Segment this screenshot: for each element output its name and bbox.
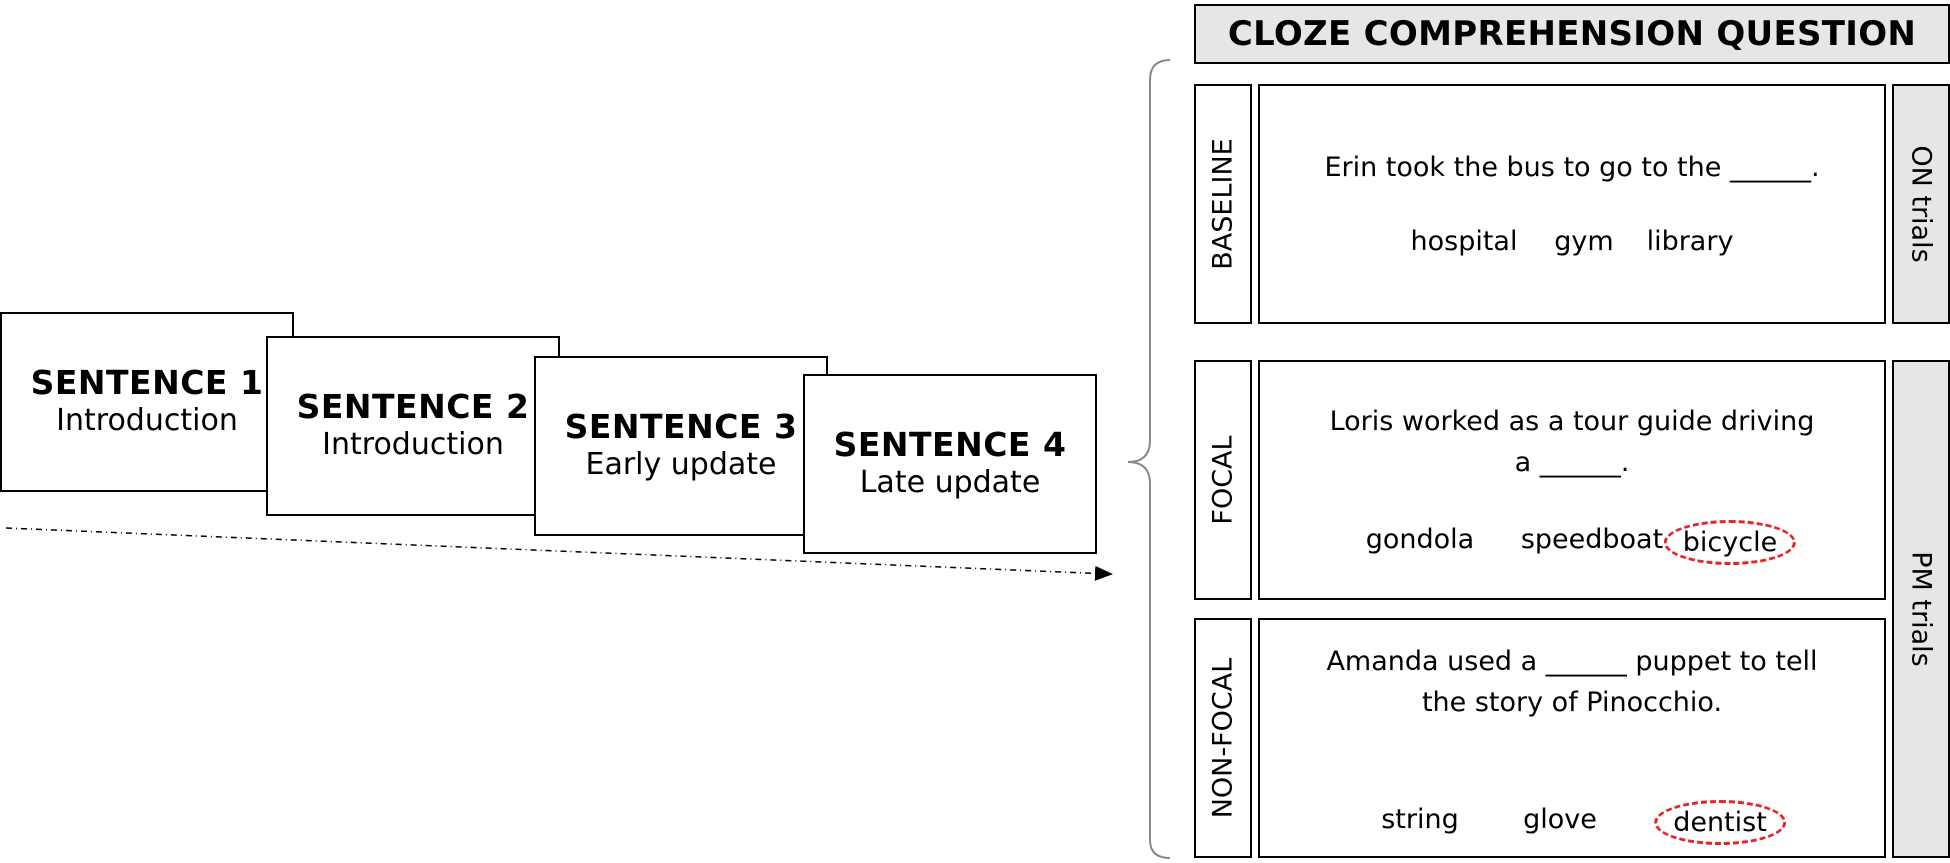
sentence-2-title: SENTENCE 2: [296, 386, 530, 426]
curly-brace: [1127, 59, 1171, 859]
sentence-1-title: SENTENCE 1: [30, 362, 264, 402]
nonfocal-question: Amanda used a ______ puppet to tell the …: [1326, 646, 1818, 718]
sentence-4-subtitle: Late update: [859, 465, 1041, 501]
on-trials-label: ON trials: [1905, 145, 1937, 263]
focal-option-1: gondola: [1365, 524, 1475, 555]
sentence-4-title: SENTENCE 4: [833, 424, 1067, 464]
baseline-question: Erin took the bus to go to the ______.: [1324, 152, 1820, 183]
nonfocal-option-1: string: [1381, 804, 1459, 835]
question-box-focal: Loris worked as a tour guide driving a _…: [1258, 360, 1886, 600]
sentence-card-3: SENTENCE 3 Early update: [534, 356, 828, 536]
sentence-3-subtitle: Early update: [585, 447, 777, 483]
focal-label-text: FOCAL: [1207, 435, 1239, 525]
sentence-card-4: SENTENCE 4 Late update: [803, 374, 1097, 554]
question-box-nonfocal: Amanda used a ______ puppet to tell the …: [1258, 618, 1886, 858]
question-box-baseline: Erin took the bus to go to the ______. h…: [1258, 84, 1886, 324]
baseline-option-2: gym: [1554, 226, 1614, 257]
baseline-option-1: hospital: [1410, 226, 1518, 257]
focal-option-2: speedboat: [1520, 524, 1664, 555]
baseline-option-3: library: [1646, 226, 1734, 257]
sentence-card-1: SENTENCE 1 Introduction: [0, 312, 294, 492]
focal-question: Loris worked as a tour guide driving a _…: [1329, 406, 1815, 478]
condition-label-baseline: BASELINE: [1194, 84, 1252, 324]
condition-label-focal: FOCAL: [1194, 360, 1252, 600]
pm-trials-label-box: PM trials: [1892, 360, 1950, 858]
sentence-1-subtitle: Introduction: [56, 403, 238, 439]
panel-header: CLOZE COMPREHENSION QUESTION: [1194, 4, 1950, 64]
baseline-label-text: BASELINE: [1207, 138, 1239, 270]
condition-label-nonfocal: NON-FOCAL: [1194, 618, 1252, 858]
sentence-card-2: SENTENCE 2 Introduction: [266, 336, 560, 516]
nonfocal-label-text: NON-FOCAL: [1207, 657, 1239, 819]
pm-trials-label: PM trials: [1905, 551, 1937, 667]
nonfocal-option-3-circled: dentist: [1654, 800, 1786, 845]
sentence-2-subtitle: Introduction: [322, 427, 504, 463]
nonfocal-option-2: glove: [1523, 804, 1597, 835]
sentence-3-title: SENTENCE 3: [564, 406, 798, 446]
focal-option-3-circled: bicycle: [1663, 520, 1797, 565]
on-trials-label-box: ON trials: [1892, 84, 1950, 324]
